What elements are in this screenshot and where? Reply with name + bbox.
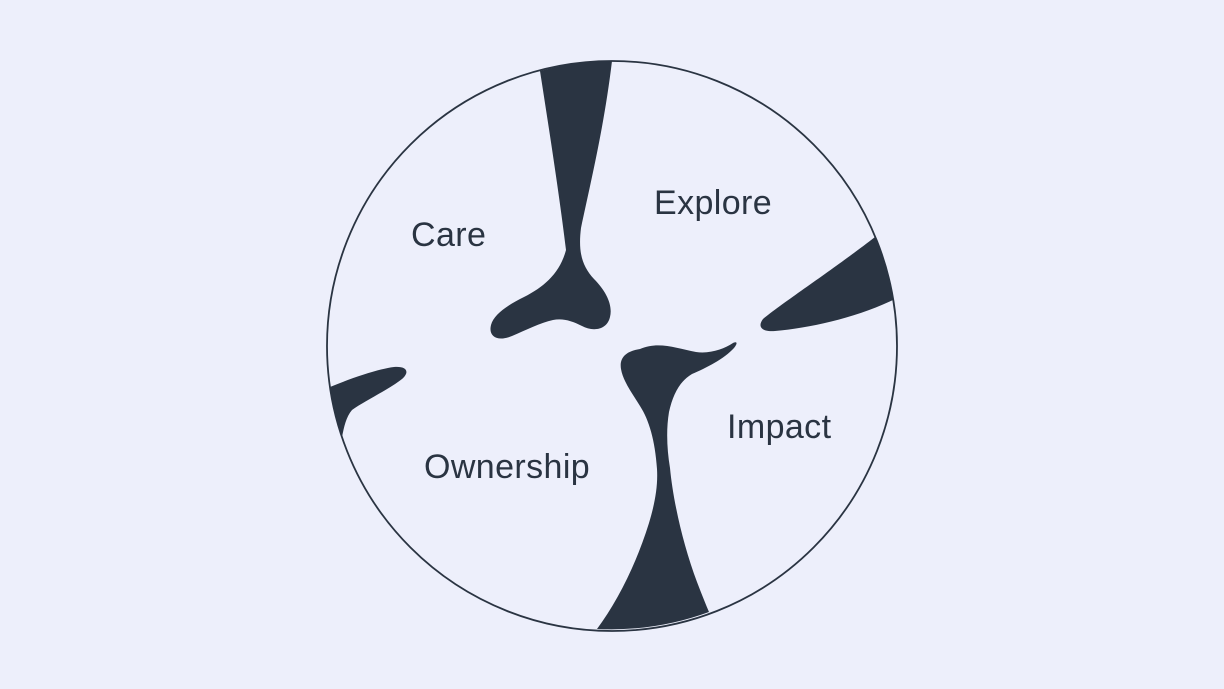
diagram-circle bbox=[326, 60, 898, 632]
impact-label: Impact bbox=[727, 408, 832, 446]
top-divider-shape bbox=[490, 61, 612, 339]
care-label: Care bbox=[411, 216, 486, 254]
left-divider-shape bbox=[330, 366, 407, 437]
bottom-divider-shape bbox=[597, 342, 737, 630]
ownership-label: Ownership bbox=[424, 448, 590, 486]
explore-label: Explore bbox=[654, 184, 772, 222]
right-divider-shape bbox=[760, 237, 893, 332]
